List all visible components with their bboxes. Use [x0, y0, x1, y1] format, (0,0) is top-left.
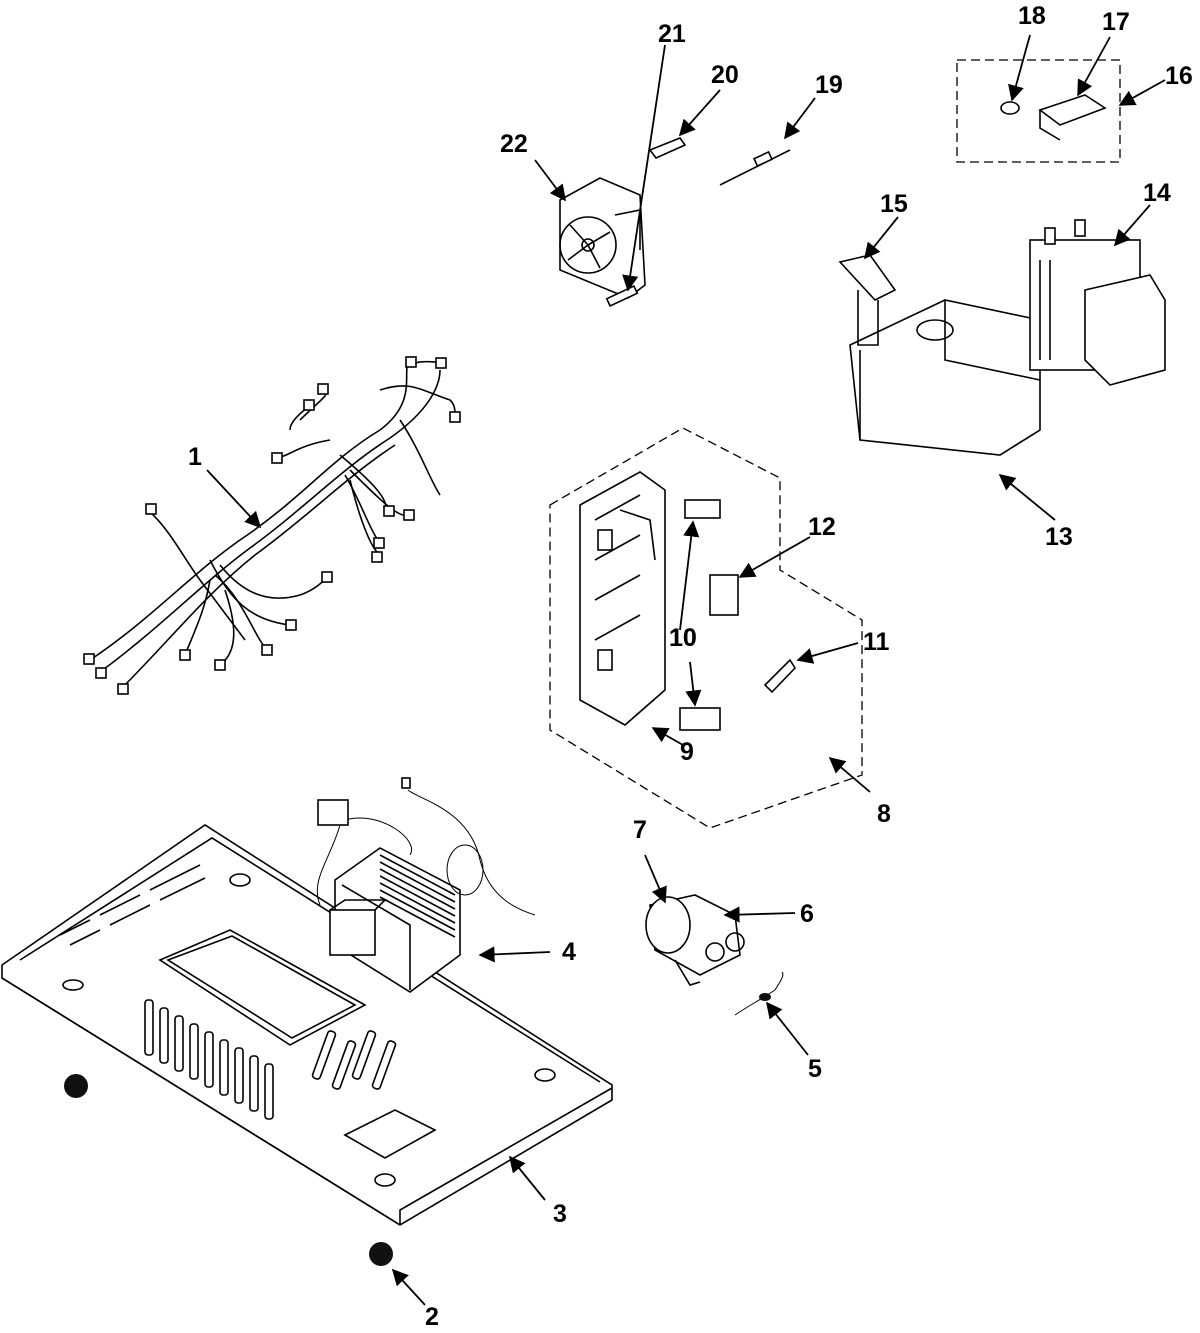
- hv-diode: [734, 971, 784, 1016]
- wire-harness: [83, 356, 461, 695]
- callout-8: 8: [877, 800, 891, 828]
- vent-slots: [144, 999, 397, 1120]
- callout-15: 15: [880, 190, 908, 218]
- callout-11: 11: [863, 628, 890, 656]
- callout-2: 2: [425, 1303, 439, 1331]
- callout-13: 13: [1045, 523, 1073, 551]
- interlock-assembly: [549, 427, 863, 829]
- callout-21: 21: [658, 20, 686, 48]
- callout-1: 1: [188, 443, 202, 471]
- fan-motor: [559, 177, 646, 299]
- callout-10b: 10: [669, 624, 697, 652]
- magnetron-duct-assembly: [838, 219, 1166, 456]
- callout-20: 20: [711, 61, 739, 89]
- callout-19: 19: [815, 71, 843, 99]
- leader-lines: [206, 34, 1166, 1306]
- thermostat-assembly: [956, 59, 1121, 163]
- callout-9: 9: [680, 738, 694, 766]
- callout-17: 17: [1102, 8, 1130, 36]
- callout-6: 6: [800, 900, 814, 928]
- callout-labels: 1 2 3 4 5 6 7 8 9 10 10 11 12 13 14 15 1…: [188, 2, 1193, 1331]
- callout-10a: 10: [669, 624, 697, 652]
- high-voltage-transformer: [316, 777, 536, 993]
- callout-7: 7: [633, 816, 647, 844]
- base-plate: [1, 824, 613, 1226]
- rubber-feet: [64, 1074, 393, 1266]
- callout-14: 14: [1143, 179, 1171, 207]
- callout-3: 3: [553, 1200, 567, 1228]
- hv-capacitor: [645, 894, 745, 986]
- callout-4: 4: [562, 938, 576, 966]
- callout-16: 16: [1165, 62, 1193, 90]
- callout-5: 5: [808, 1055, 822, 1083]
- callout-12: 12: [808, 513, 836, 541]
- callout-22: 22: [500, 130, 528, 158]
- callout-18: 18: [1018, 2, 1046, 30]
